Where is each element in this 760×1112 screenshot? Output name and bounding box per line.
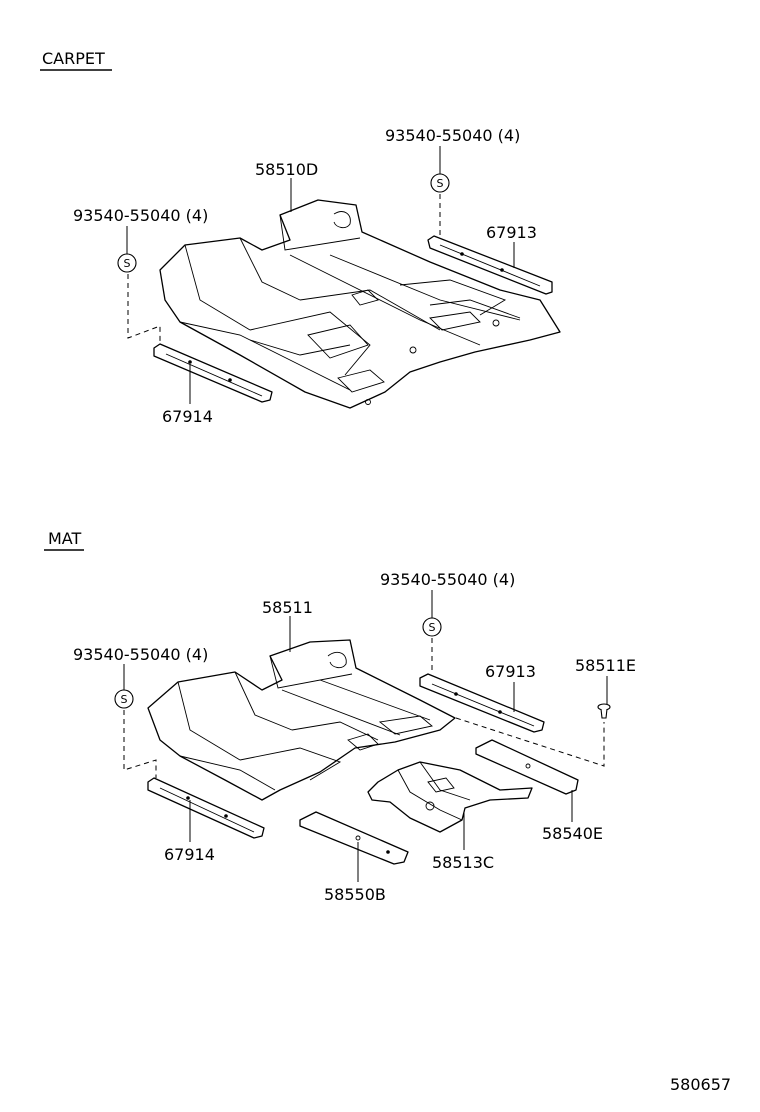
svg-text:S: S — [124, 257, 131, 270]
mat-screw-mark-left: S — [114, 664, 134, 709]
carpet-screw-left-label: 93540-55040 (4) — [73, 206, 208, 225]
mat-sill-67913-drawing — [419, 673, 545, 733]
carpet-section-title: CARPET — [42, 49, 105, 68]
carpet-main-part-label: 58510D — [255, 160, 318, 179]
mat-side-pad-label: 58540E — [542, 824, 603, 843]
mat-clip-label: 58511E — [575, 656, 636, 675]
svg-text:S: S — [429, 621, 436, 634]
carpet-sill-right-label: 67913 — [486, 223, 537, 242]
carpet-sill-left-label: 67914 — [162, 407, 213, 426]
mat-main-part-label: 58511 — [262, 598, 313, 617]
mat-screw-mark-right: S — [422, 590, 442, 637]
carpet-58510d-drawing — [159, 199, 561, 409]
mat-58513c-drawing — [367, 761, 533, 833]
svg-text:S: S — [121, 693, 128, 706]
mat-sill-right-label: 67913 — [485, 662, 536, 681]
mat-rear-pad-label: 58550B — [324, 885, 386, 904]
mat-screw-left-dashline — [123, 710, 157, 778]
mat-sill-67914-drawing — [147, 777, 265, 839]
carpet-screw-mark-left: S — [117, 226, 137, 273]
carpet-sill-67913-drawing — [427, 235, 553, 295]
carpet-screw-left-dashline — [127, 274, 161, 344]
carpet-section: CARPET — [40, 49, 561, 426]
carpet-sill-67914-drawing — [153, 343, 273, 403]
mat-screw-left-label: 93540-55040 (4) — [73, 645, 208, 664]
mat-58540e-drawing — [475, 739, 579, 795]
mat-screw-right-label: 93540-55040 (4) — [380, 570, 515, 589]
carpet-screw-mark-right: S — [430, 146, 450, 193]
mat-clip-58511e-drawing — [597, 703, 611, 719]
mat-58511-drawing — [147, 639, 456, 801]
mat-section: MAT — [44, 529, 636, 904]
mat-tunnel-mat-label: 58513C — [432, 853, 494, 872]
diagram-id: 580657 — [670, 1075, 731, 1094]
mat-58550b-drawing — [299, 811, 409, 865]
mat-section-title: MAT — [48, 529, 82, 548]
svg-text:S: S — [437, 177, 444, 190]
mat-clip-dashline — [455, 717, 605, 767]
carpet-screw-right-label: 93540-55040 (4) — [385, 126, 520, 145]
mat-sill-left-label: 67914 — [164, 845, 215, 864]
